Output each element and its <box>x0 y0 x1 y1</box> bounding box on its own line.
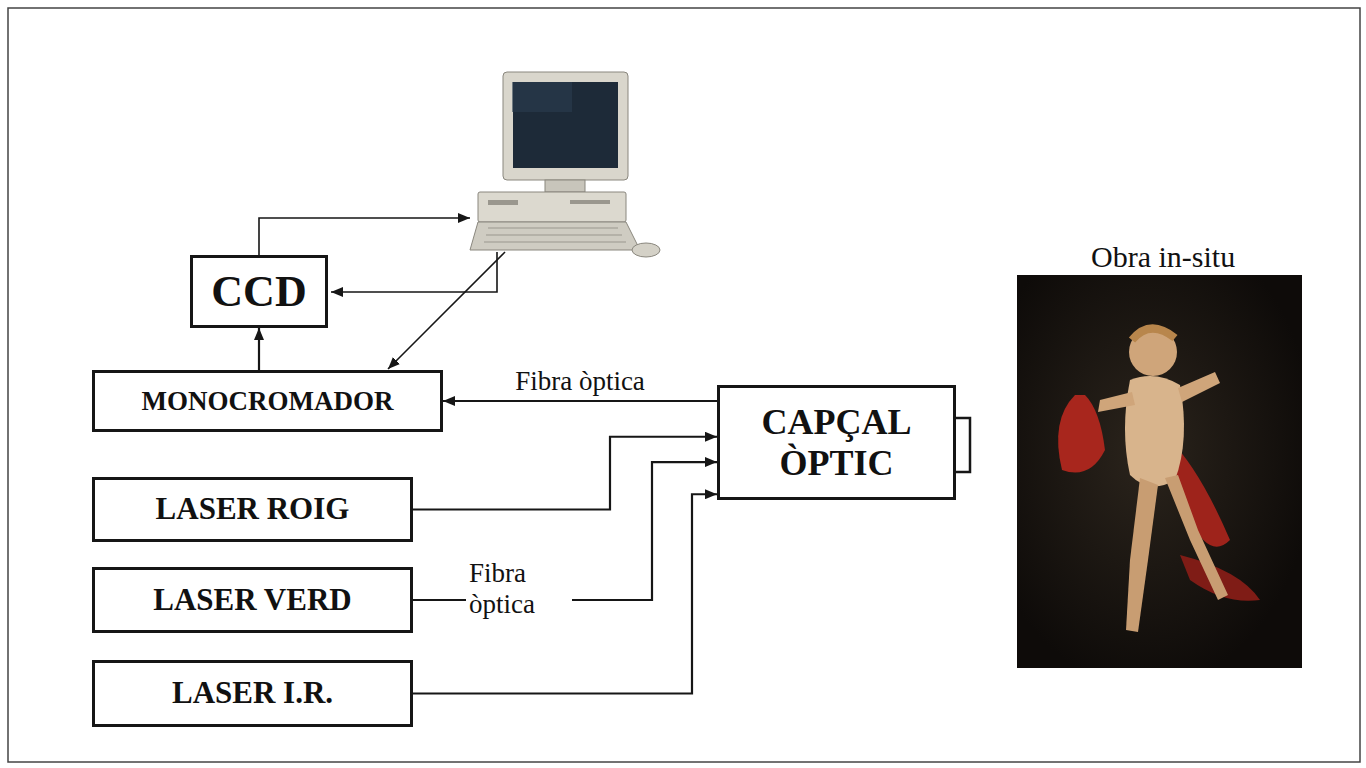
instrument-box: CCD <box>190 255 328 328</box>
caption-label: Fibra òptica <box>466 558 572 620</box>
box-label: LASER ROIG <box>156 492 350 527</box>
fibre-connector <box>443 400 717 402</box>
instrument-box: LASER I.R. <box>92 660 413 727</box>
figure-frame <box>8 8 1360 762</box>
box-label: CCD <box>211 267 306 316</box>
box-label: CAPÇAL ÒPTIC <box>732 402 941 483</box>
fibre-connector <box>413 437 717 510</box>
computer-illustration <box>470 72 660 257</box>
fibre-connector <box>413 494 717 693</box>
instrument-box: MONOCROMADOR <box>92 370 443 432</box>
instrument-box: LASER VERD <box>92 567 413 633</box>
fibre-connector <box>258 328 260 370</box>
box-label: LASER I.R. <box>172 676 333 711</box>
box-label: LASER VERD <box>153 583 351 618</box>
caption-label: Obra in-situ <box>1088 240 1238 275</box>
instrument-box: LASER ROIG <box>92 477 413 542</box>
box-label: MONOCROMADOR <box>142 386 394 416</box>
instrument-box: CAPÇAL ÒPTIC <box>717 385 956 500</box>
painting-illustration <box>1017 275 1302 668</box>
connector-label: Fibra òptica <box>512 366 648 397</box>
